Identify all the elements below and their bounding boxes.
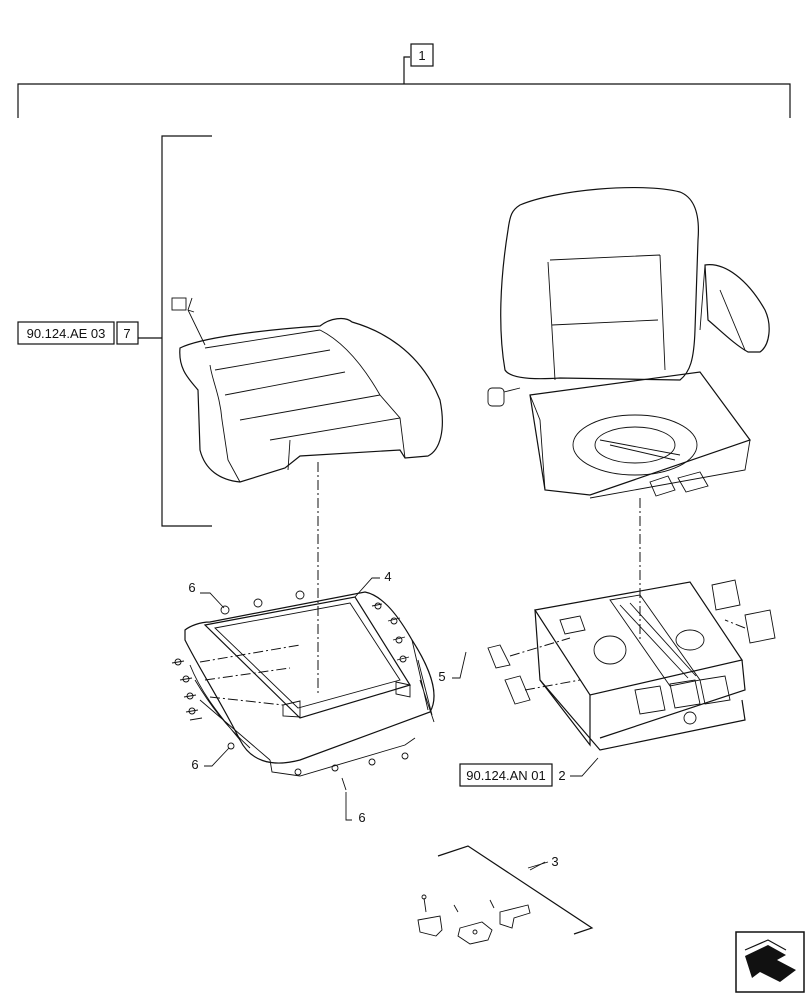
callout-1[interactable]: 1 bbox=[410, 43, 434, 67]
callout-6-top-label: 6 bbox=[188, 580, 195, 595]
cushion-bracket bbox=[161, 135, 212, 527]
bellows-frame bbox=[171, 590, 435, 791]
callout-6-left[interactable]: 6 bbox=[191, 747, 230, 772]
callout-2-label: 2 bbox=[558, 768, 565, 783]
callout-1-label: 1 bbox=[418, 48, 425, 63]
callout-5-label: 5 bbox=[438, 669, 445, 684]
callout-6-bottom-label: 6 bbox=[358, 810, 365, 825]
callout-6-top-left[interactable]: 6 bbox=[188, 580, 225, 609]
bracket-kit bbox=[417, 845, 594, 945]
assembly-bracket bbox=[17, 56, 791, 118]
callout-5[interactable]: 5 bbox=[438, 651, 467, 684]
cushion-reference-label: 90.124.AE 03 bbox=[27, 326, 106, 341]
seat-assembly bbox=[487, 186, 770, 499]
suspension-base bbox=[487, 579, 776, 751]
next-page-arrow-icon[interactable] bbox=[735, 931, 805, 993]
cushion-reference-num: 7 bbox=[123, 326, 130, 341]
seat-cushion bbox=[171, 297, 443, 483]
cushion-reference[interactable]: 90.124.AE 03 7 bbox=[17, 321, 139, 345]
callout-4[interactable]: 4 bbox=[354, 569, 392, 598]
callout-6-bottom[interactable]: 6 bbox=[345, 792, 366, 825]
callout-3-label: 3 bbox=[551, 854, 558, 869]
callout-3[interactable]: 3 bbox=[529, 854, 559, 871]
callout-4-label: 4 bbox=[384, 569, 391, 584]
suspension-reference[interactable]: 90.124.AN 01 2 bbox=[459, 757, 599, 787]
suspension-reference-label: 90.124.AN 01 bbox=[466, 768, 546, 783]
callout-6-left-label: 6 bbox=[191, 757, 198, 772]
